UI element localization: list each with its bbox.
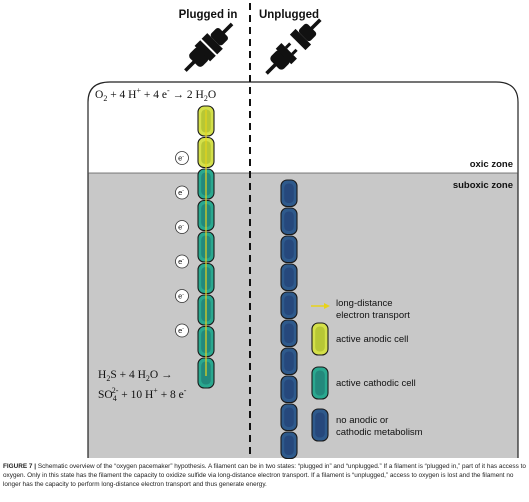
- suboxic-zone-label: suboxic zone: [453, 180, 513, 191]
- electron-label: e-: [178, 257, 184, 266]
- panel-outline: [87, 81, 519, 458]
- plugged-filament-cell-anodic: [197, 105, 215, 137]
- oxygen-equation: O2 + 4 H+ + 4 e- → 2 H2O: [95, 86, 216, 103]
- figure-caption: FIGURE 7 | Schematic overview of the “ox…: [3, 462, 526, 489]
- electron-markers: e-e-e-e-e-e-: [175, 151, 189, 338]
- electron-icon: e-: [175, 289, 189, 303]
- unplugged-filament-cell-none: [280, 403, 298, 432]
- legend-label-cathodic: active cathodic cell: [336, 378, 416, 389]
- legend-label-transport-2: electron transport: [336, 310, 410, 321]
- electron-label-superscript: -: [182, 223, 184, 229]
- plugged-in-label: Plugged in: [179, 9, 238, 21]
- electron-label-superscript: -: [182, 257, 184, 263]
- electron-label-superscript: -: [182, 188, 184, 194]
- plugged-plug-icon: [184, 22, 234, 72]
- electron-icon: e-: [175, 151, 189, 165]
- legend-label-none-1: no anodic or: [336, 415, 388, 426]
- legend-label-transport-1: long-distance: [336, 298, 393, 309]
- legend-swatch-anodic: [311, 322, 329, 356]
- unplugged-filament-cell-none: [280, 375, 298, 404]
- unplugged-filament-cell-none: [280, 263, 298, 292]
- electron-label-superscript: -: [182, 292, 184, 298]
- suboxic-zone: [88, 173, 518, 458]
- unplugged-filament-cell-none: [280, 179, 298, 208]
- electron-icon: e-: [175, 220, 189, 234]
- oxic-zone: [88, 82, 518, 173]
- legend-item-transport: long-distance electron transport: [311, 298, 410, 321]
- electron-label: e-: [178, 188, 184, 197]
- electron-label-superscript: -: [182, 326, 184, 332]
- unplugged-label: Unplugged: [259, 9, 319, 21]
- sulfide-equation-line-2: SO42- + 10 H+ + 8 e-: [98, 386, 187, 403]
- electron-label: e-: [178, 292, 184, 301]
- unplugged-filament-cell-none: [280, 235, 298, 264]
- legend-arrow-head-icon: [324, 303, 330, 309]
- caption-text: Schematic overview of the “oxygen pacema…: [3, 463, 526, 488]
- unplugged-filament-cell-none: [280, 431, 298, 460]
- unplugged-filament-cell-none: [280, 207, 298, 236]
- unplugged-filament-cell-none: [280, 319, 298, 348]
- unplugged-filament-cell-none: [280, 347, 298, 376]
- electron-icon: e-: [175, 254, 189, 269]
- pacemaker-diagram: Plugged in Unplugged oxic zone suboxic z…: [87, 3, 519, 460]
- unplugged-plug-icon: [265, 18, 322, 75]
- electron-label: e-: [178, 223, 184, 232]
- sulfide-equation-line-1: H2S + 4 H2O →: [98, 369, 173, 383]
- unplugged-filament: [280, 179, 298, 460]
- electron-label: e-: [178, 326, 184, 335]
- legend-label-anodic: active anodic cell: [336, 334, 408, 345]
- unplugged-filament-cell-none: [280, 291, 298, 320]
- electron-label-superscript: -: [182, 154, 184, 160]
- electron-icon: e-: [175, 323, 189, 338]
- legend-swatch-none: [311, 408, 329, 442]
- electron-label: e-: [178, 154, 184, 163]
- electron-icon: e-: [175, 185, 189, 200]
- legend: long-distance electron transport active …: [311, 298, 423, 442]
- sediment-panel: [87, 81, 519, 458]
- legend-label-none-2: cathodic metabolism: [336, 427, 423, 438]
- caption-label: FIGURE 7 |: [3, 463, 37, 470]
- legend-swatch-cathodic: [311, 366, 329, 400]
- oxic-zone-label: oxic zone: [470, 159, 513, 170]
